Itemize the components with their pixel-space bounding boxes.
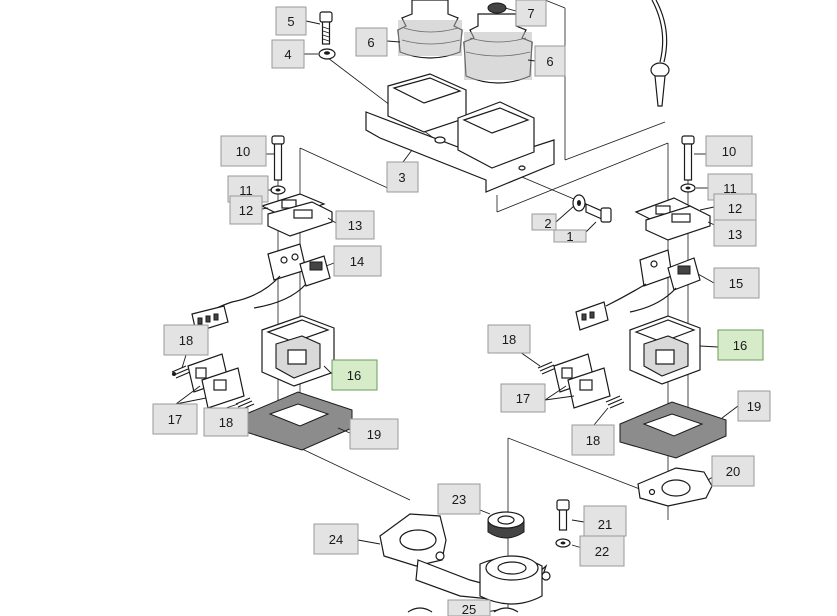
callout-13-left: 13 <box>335 210 375 240</box>
washer-part-11-left <box>270 185 286 195</box>
svg-text:4: 4 <box>284 47 291 62</box>
spring-part-18d <box>605 395 625 409</box>
washer-part-11-right <box>680 183 696 193</box>
svg-text:12: 12 <box>728 201 742 216</box>
svg-text:7: 7 <box>527 6 534 21</box>
callout-18-lower-left: 18 <box>203 407 249 437</box>
control-cable-top-right <box>650 0 670 107</box>
svg-text:18: 18 <box>586 433 600 448</box>
coil-housing-part-16-left <box>261 315 335 387</box>
callout-18-upper-left: 18 <box>163 324 209 356</box>
callout-12-right: 12 <box>713 193 757 221</box>
callout-21: 21 <box>583 505 627 537</box>
base-plate-part-20 <box>637 467 713 507</box>
coil-housing-part-16-right <box>629 315 701 385</box>
svg-text:22: 22 <box>595 544 609 559</box>
callout-25: 25 <box>447 599 491 616</box>
svg-text:2: 2 <box>544 216 551 231</box>
svg-text:11: 11 <box>723 181 737 196</box>
callout-19-left: 19 <box>349 418 399 450</box>
svg-text:20: 20 <box>726 464 740 479</box>
washer-part-2 <box>572 194 586 212</box>
svg-text:19: 19 <box>367 427 381 442</box>
rubber-boot-right-part-6 <box>463 2 533 84</box>
bracket-part-13-right <box>645 205 711 241</box>
callout-17-right: 17 <box>500 383 546 413</box>
callout-10-left: 10 <box>220 135 267 167</box>
bolt-part-10-right <box>681 135 695 181</box>
contact-plates-part-17-right <box>553 353 611 409</box>
svg-text:5: 5 <box>287 14 294 29</box>
svg-text:1: 1 <box>566 229 573 244</box>
spring-part-18a <box>171 365 191 379</box>
callout-13-right: 13 <box>713 219 757 247</box>
svg-text:16: 16 <box>347 368 361 383</box>
rubber-boot-left-part-6 <box>397 0 463 59</box>
callout-16-right: 16 <box>717 329 764 361</box>
svg-text:19: 19 <box>747 399 761 414</box>
bracket-part-13-left <box>267 201 333 237</box>
svg-text:12: 12 <box>239 203 253 218</box>
svg-text:23: 23 <box>452 492 466 507</box>
foam-gasket-part-19-right <box>619 401 727 459</box>
callout-18-lower-right: 18 <box>571 424 615 456</box>
callout-19-right: 19 <box>737 390 771 422</box>
svg-text:17: 17 <box>168 412 182 427</box>
callout-6-right: 6 <box>534 45 566 77</box>
washer-part-4 <box>318 48 336 60</box>
bolt-part-1 <box>585 203 612 223</box>
callout-16-left: 16 <box>331 359 378 391</box>
callout-7: 7 <box>515 0 547 27</box>
svg-text:15: 15 <box>729 276 743 291</box>
callout-23: 23 <box>437 483 481 515</box>
bolt-part-10-left <box>271 135 285 181</box>
switch-harness-part-15 <box>575 249 701 331</box>
callout-10-right: 10 <box>705 135 753 167</box>
svg-text:14: 14 <box>350 254 364 269</box>
svg-text:3: 3 <box>398 170 405 185</box>
svg-text:21: 21 <box>598 517 612 532</box>
svg-text:13: 13 <box>728 227 742 242</box>
callout-6-left: 6 <box>355 27 388 57</box>
bushing-part-23 <box>487 511 525 539</box>
svg-text:17: 17 <box>516 391 530 406</box>
callout-12-left: 12 <box>229 195 263 225</box>
svg-text:18: 18 <box>502 332 516 347</box>
svg-text:10: 10 <box>722 144 736 159</box>
mounting-bracket-part-3 <box>365 73 555 193</box>
callout-20: 20 <box>711 455 755 487</box>
svg-text:18: 18 <box>219 415 233 430</box>
callout-22: 22 <box>579 535 625 567</box>
callout-2: 2 <box>531 213 557 231</box>
svg-text:11: 11 <box>239 183 253 198</box>
callout-labels: 5 4 6 7 6 10 11 12 <box>152 0 771 616</box>
callout-15: 15 <box>713 267 760 299</box>
bolt-part-5 <box>319 11 333 45</box>
svg-text:13: 13 <box>348 218 362 233</box>
callout-5: 5 <box>275 6 307 36</box>
spring-part-18c <box>537 361 557 375</box>
foam-gasket-part-19-left <box>245 391 353 451</box>
svg-text:6: 6 <box>546 54 553 69</box>
washer-part-22 <box>555 538 571 548</box>
callout-18-upper-right: 18 <box>487 324 531 354</box>
housing-base-part-24 <box>379 513 551 613</box>
svg-text:10: 10 <box>236 144 250 159</box>
screw-part-21 <box>556 499 570 531</box>
callout-4: 4 <box>271 39 305 69</box>
svg-text:6: 6 <box>367 35 374 50</box>
contact-plates-part-17-left <box>187 353 245 409</box>
callout-3: 3 <box>386 161 419 193</box>
svg-text:18: 18 <box>179 333 193 348</box>
callout-14: 14 <box>333 245 382 277</box>
svg-text:25: 25 <box>462 602 476 616</box>
callout-1: 1 <box>553 229 587 244</box>
svg-text:16: 16 <box>733 338 747 353</box>
callout-24: 24 <box>313 523 359 555</box>
callout-17-left: 17 <box>152 403 198 435</box>
svg-text:24: 24 <box>329 532 343 547</box>
